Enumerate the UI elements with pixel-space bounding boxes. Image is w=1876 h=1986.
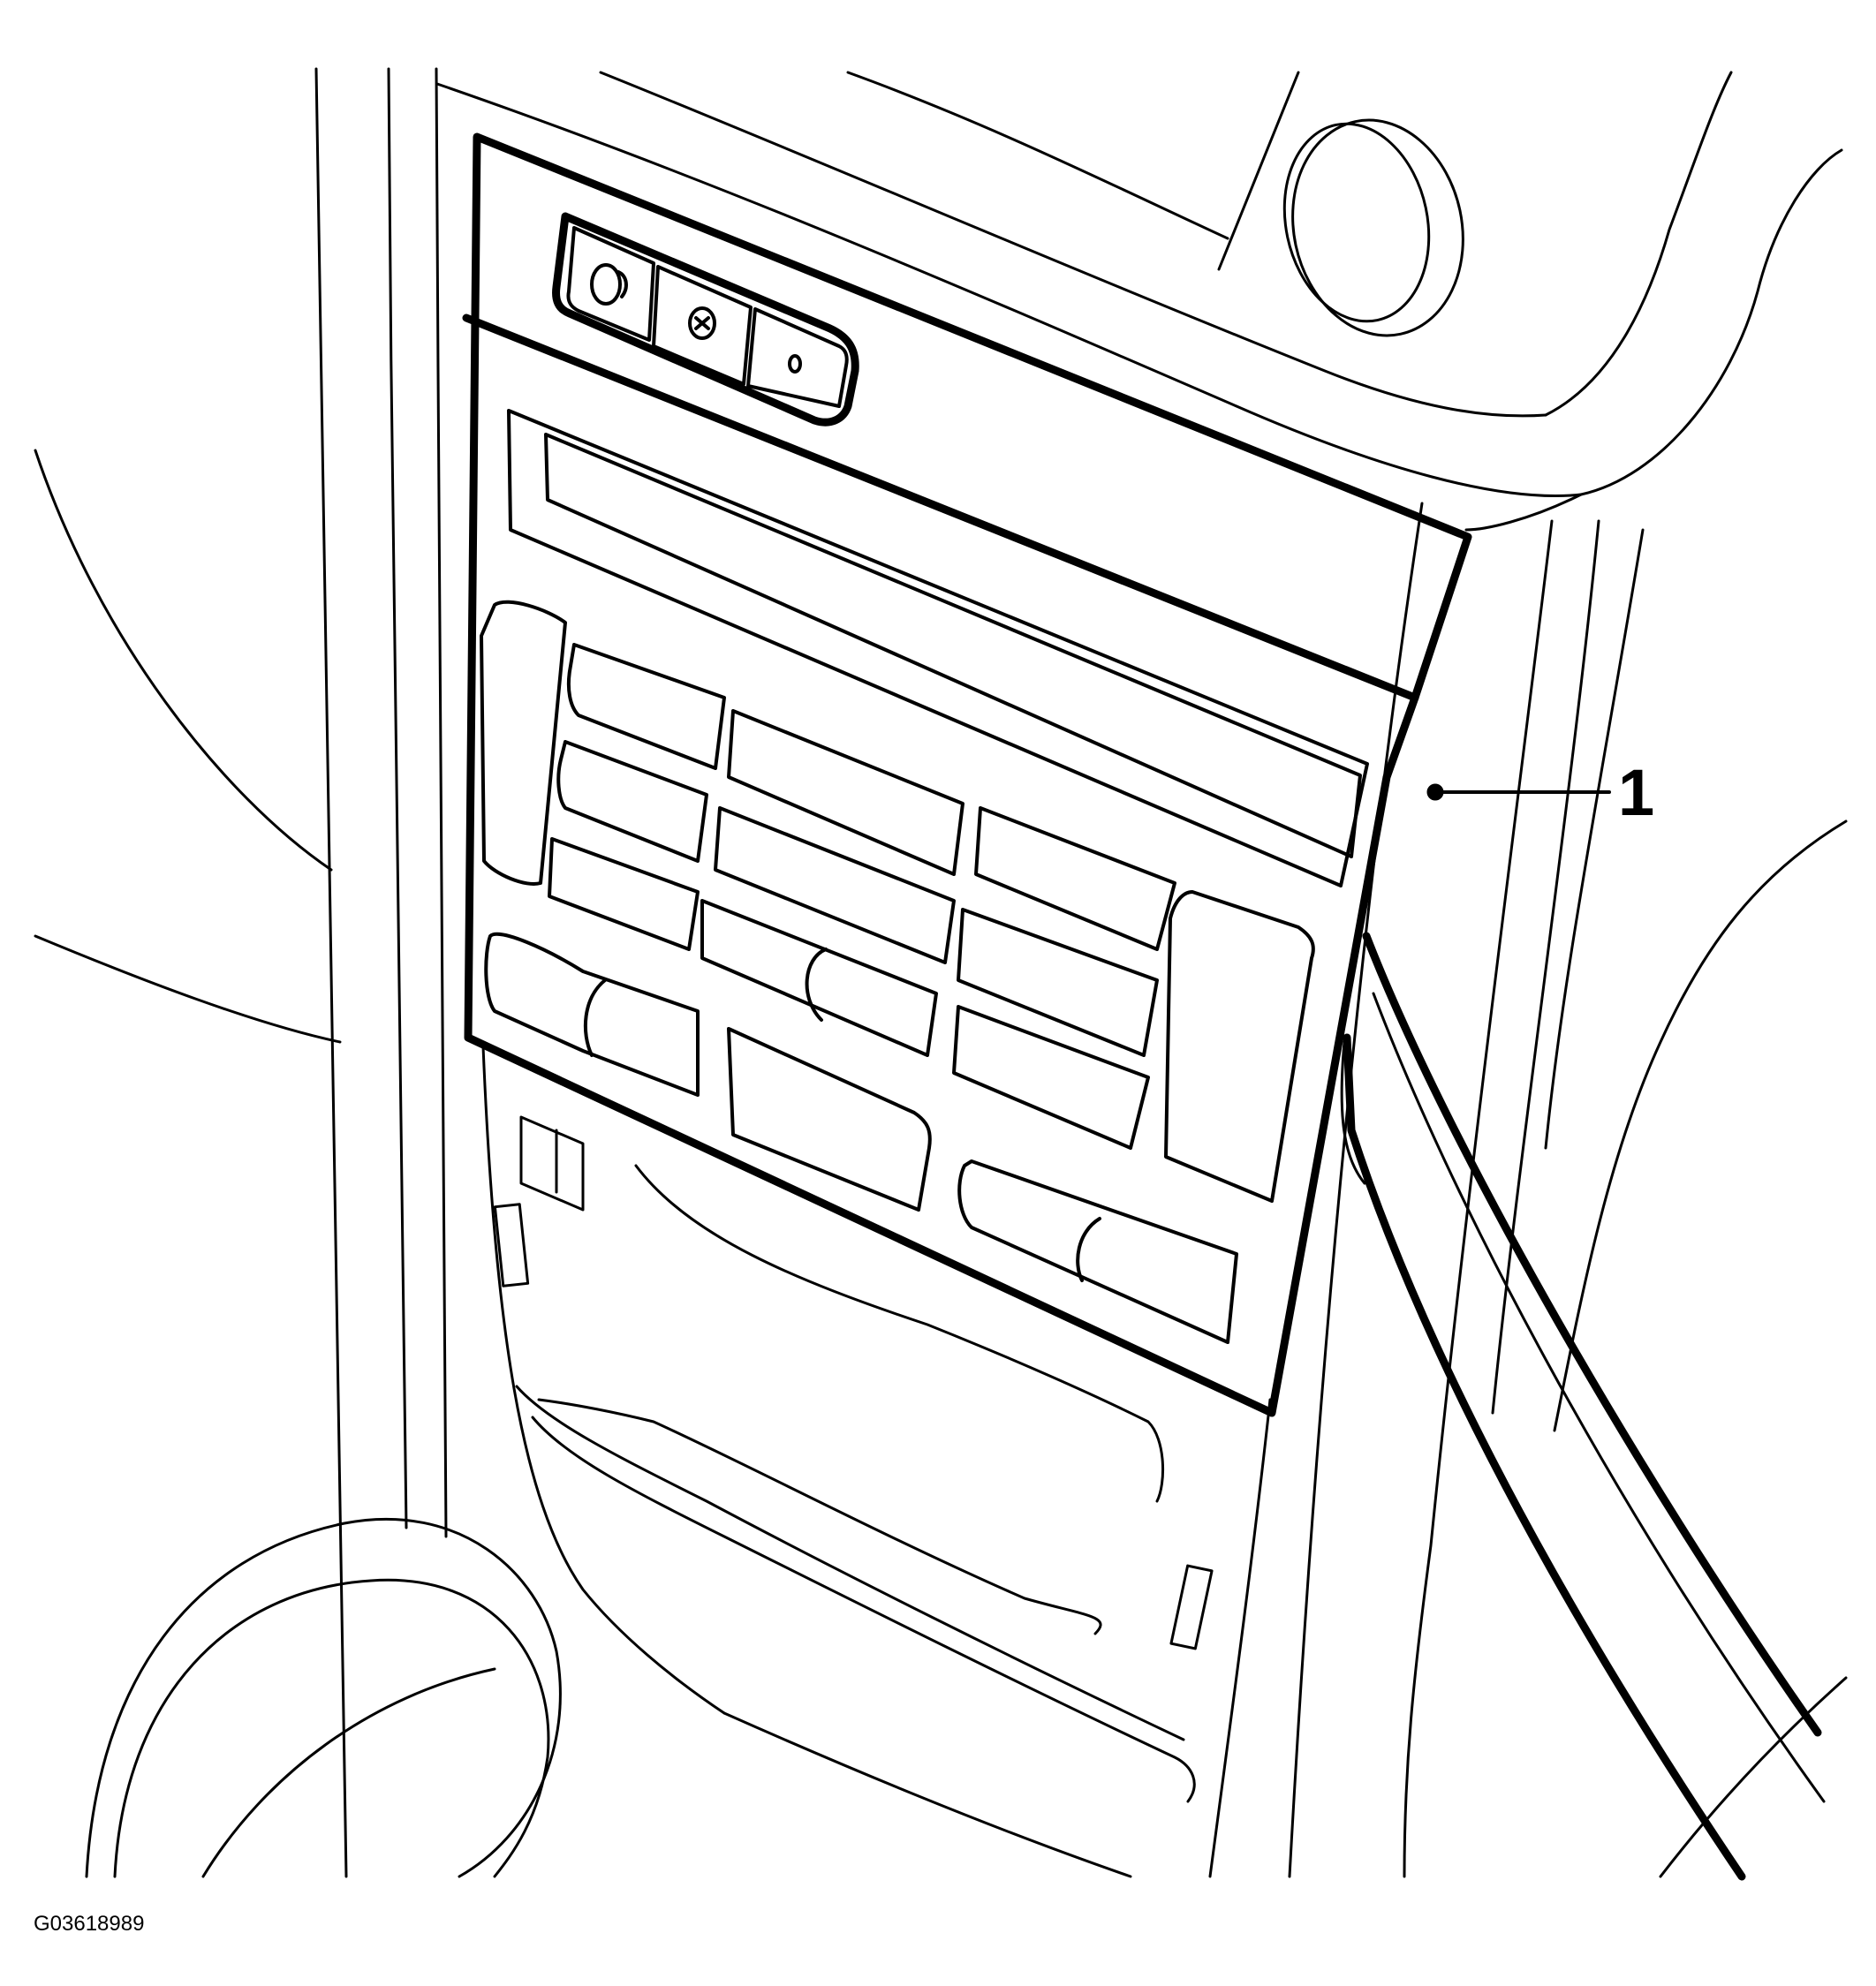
button-row4-a[interactable] — [484, 932, 700, 1097]
fan-icon — [688, 306, 716, 340]
button-row2-b[interactable] — [714, 806, 956, 964]
callout-number: 1 — [1618, 756, 1654, 829]
background-curves — [34, 449, 1848, 1878]
center-console — [481, 502, 1645, 1878]
button-row2-a[interactable] — [556, 740, 708, 863]
round-gauge — [1282, 118, 1464, 337]
top-button-2[interactable] — [652, 265, 753, 386]
button-row1-a[interactable] — [566, 643, 726, 770]
top-button-strip — [552, 212, 859, 427]
button-row3-a[interactable] — [548, 837, 700, 951]
button-row2-c[interactable] — [974, 806, 1176, 951]
button-row5-center[interactable] — [727, 1027, 932, 1212]
top-button-3[interactable] — [746, 307, 849, 408]
figure-id: G03618989 — [34, 1912, 144, 1936]
circle-icon — [788, 354, 802, 374]
button-row1-b[interactable] — [727, 709, 964, 876]
panel-buttons — [480, 600, 1315, 1344]
dash-top — [435, 71, 1843, 532]
button-row4-split — [583, 978, 607, 1057]
button-row3-c[interactable] — [957, 908, 1159, 1057]
callout-1: 1 — [1426, 756, 1654, 829]
control-panel-bezel — [462, 132, 1472, 1417]
button-row4-b[interactable] — [952, 1005, 1150, 1150]
button-row5-right[interactable] — [957, 1159, 1238, 1344]
recirculation-icon — [590, 263, 628, 306]
left-tall-button[interactable] — [480, 600, 567, 886]
button-row5-split — [1076, 1217, 1101, 1282]
button-row3-split — [805, 948, 828, 1022]
display-window — [507, 409, 1369, 887]
left-pillar — [314, 67, 448, 1878]
right-tall-button[interactable] — [1164, 890, 1315, 1203]
button-row3-b[interactable] — [700, 899, 938, 1057]
pry-tool — [1340, 932, 1826, 1881]
top-button-1[interactable] — [566, 226, 655, 342]
